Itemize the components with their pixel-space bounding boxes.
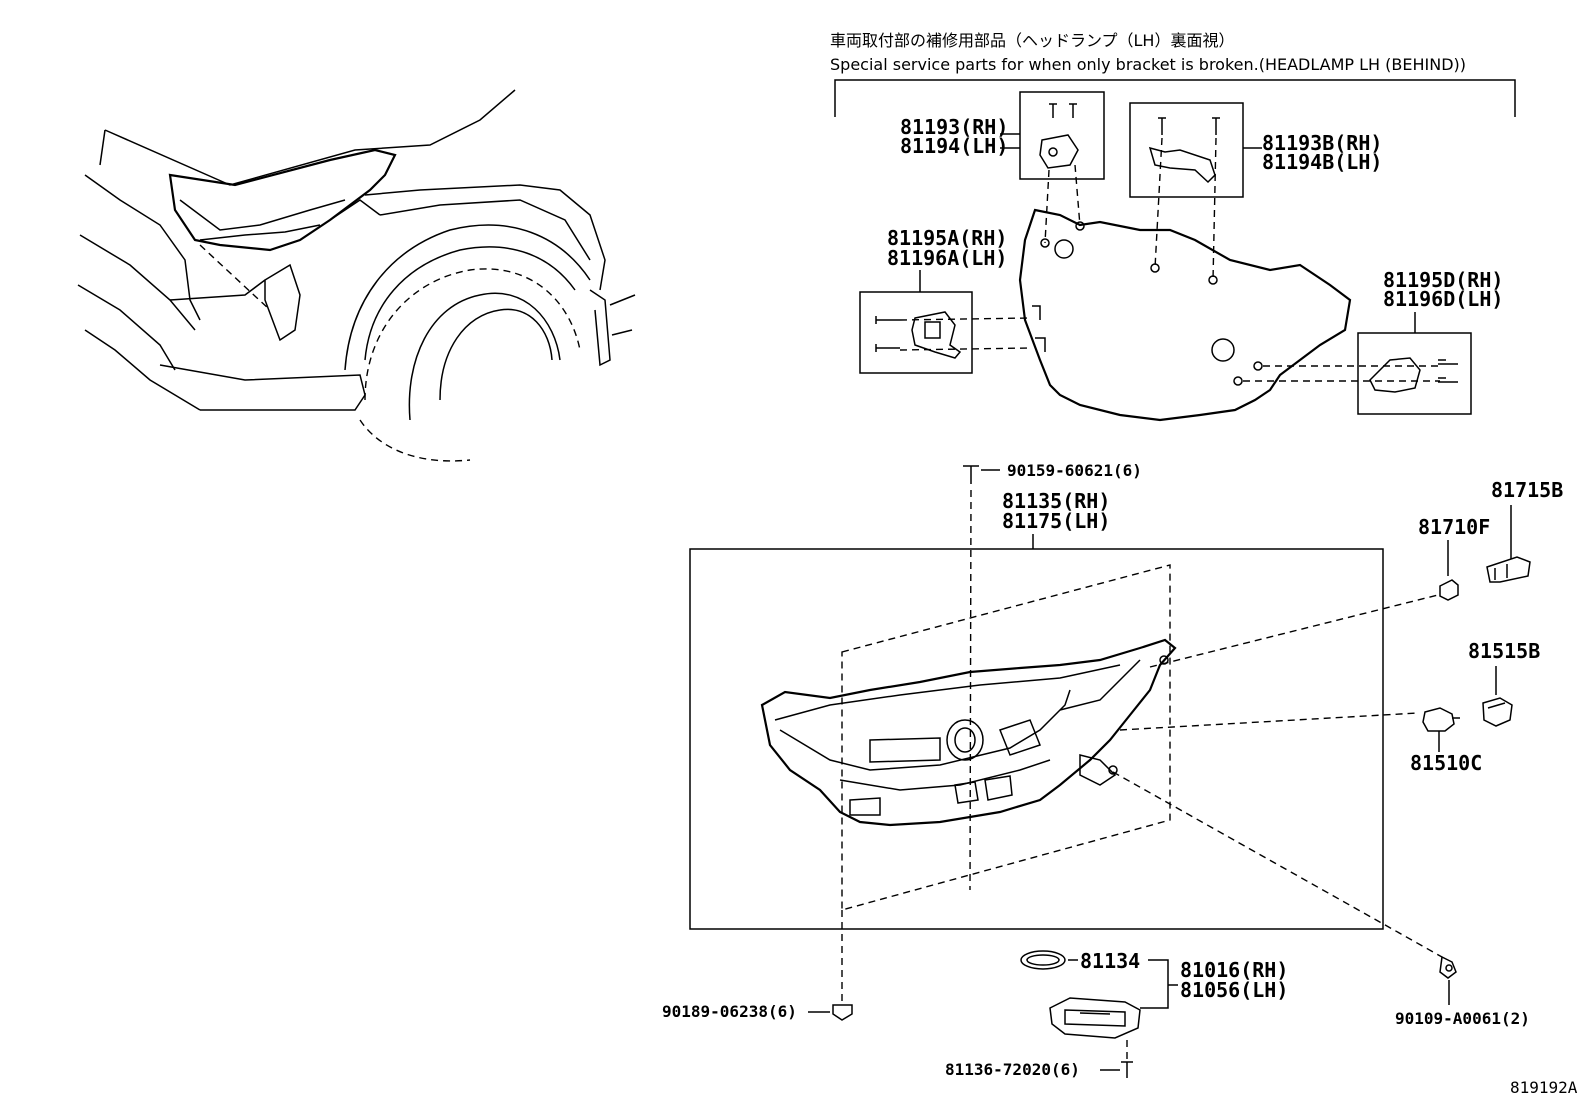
headlamp-assembly-icon	[760, 638, 1177, 827]
label-81056: 81056(LH)	[1180, 978, 1288, 1002]
label-90109: 90109-A0061(2)	[1395, 1009, 1530, 1028]
label-81134: 81134	[1080, 949, 1140, 973]
label-81016: 81016(RH)	[1180, 958, 1288, 982]
screw-icon	[832, 1004, 853, 1021]
ballast-module-icon	[1049, 997, 1141, 1039]
label-81194b: 81194B(LH)	[1262, 150, 1382, 174]
label-81136: 81136-72020(6)	[945, 1060, 1080, 1079]
box-headlamp-assembly	[689, 548, 1384, 930]
bracket-icon	[1039, 134, 1079, 169]
bracket-icon	[1148, 146, 1216, 184]
label-81135: 81135(RH)	[1002, 489, 1110, 513]
gasket-ring-icon	[1020, 950, 1066, 970]
label-81175: 81175(LH)	[1002, 509, 1110, 533]
label-81710f: 81710F	[1418, 515, 1490, 539]
box-81193b	[1129, 102, 1244, 198]
bulb-icon	[1439, 579, 1459, 601]
bulb-icon	[1422, 707, 1460, 732]
vehicle-front-illustration	[77, 89, 636, 462]
screw-icon	[1439, 955, 1457, 979]
header-title-en: Special service parts for when only brac…	[830, 55, 1466, 74]
figure-id: 819192A	[1510, 1078, 1578, 1097]
box-81195a	[859, 291, 973, 374]
screw-icon	[1438, 359, 1458, 383]
label-81196a: 81196A(LH)	[887, 246, 1007, 270]
label-81715b: 81715B	[1491, 478, 1563, 502]
socket-icon	[1482, 697, 1513, 727]
label-81196d: 81196D(LH)	[1383, 287, 1503, 311]
socket-icon	[1486, 556, 1531, 583]
screw-icon	[1049, 103, 1077, 118]
label-81510c: 81510C	[1410, 751, 1482, 775]
bracket-icon	[1369, 357, 1421, 393]
bracket-icon	[911, 311, 962, 359]
label-90189: 90189-06238(6)	[662, 1002, 797, 1021]
label-81515b: 81515B	[1468, 639, 1540, 663]
screw-icon	[963, 465, 1000, 484]
screw-icon	[1158, 117, 1220, 135]
label-81194: 81194(LH)	[900, 134, 1008, 158]
headlamp-back-housing	[1018, 208, 1352, 422]
screw-icon	[875, 316, 900, 352]
mount-plane	[841, 564, 1171, 911]
header-bracket	[834, 79, 1516, 117]
screw-icon	[1100, 1061, 1133, 1078]
label-81195a: 81195A(RH)	[887, 226, 1007, 250]
label-90159: 90159-60621(6)	[1007, 461, 1142, 480]
label-81193: 81193(RH)	[900, 115, 1008, 139]
label-81195d: 81195D(RH)	[1383, 268, 1503, 292]
box-81193	[1019, 91, 1105, 180]
header-title-jp: 車両取付部の補修用部品（ヘッドランプ（LH）裏面視）	[830, 31, 1234, 50]
label-81193b: 81193B(RH)	[1262, 131, 1382, 155]
